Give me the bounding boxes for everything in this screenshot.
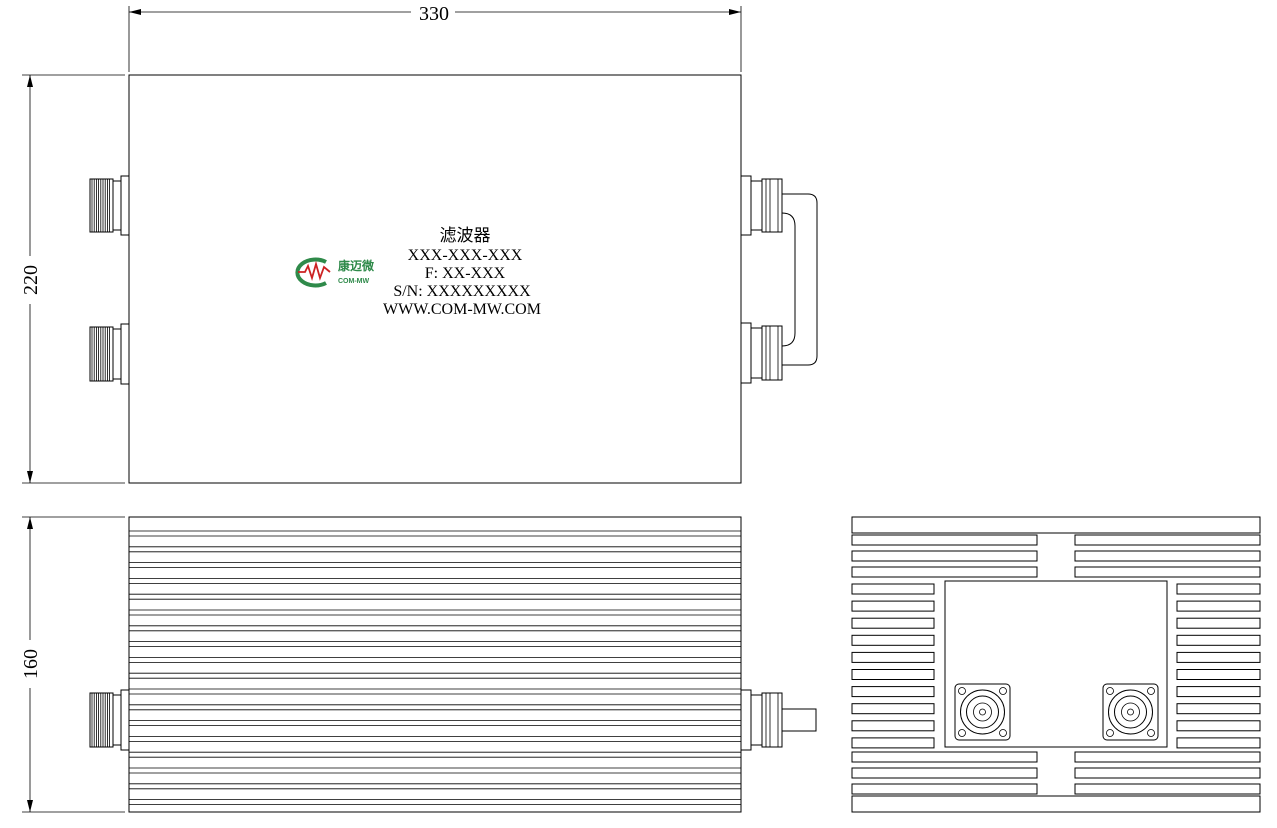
width-dimension: 330	[128, 3, 742, 72]
heatsink-fins-side	[129, 530, 741, 805]
side-view: 160	[20, 516, 817, 813]
cable-stub	[781, 708, 817, 732]
connector-panel	[944, 580, 1168, 748]
end-connector-2	[1102, 683, 1159, 741]
product-name: 滤波器	[440, 226, 491, 246]
frequency-label: F: XX-XXX	[425, 265, 506, 282]
nameplate: 滤波器 XXX-XXX-XXX F: XX-XXX S/N: XXXXXXXXX…	[383, 226, 541, 318]
filter-body-top	[128, 74, 742, 484]
end-connector-1	[954, 683, 1011, 741]
depth-dimension-text: 220	[20, 265, 42, 295]
right-connector-side	[740, 689, 817, 751]
loop-cable	[781, 193, 818, 366]
left-connector-top-2	[89, 323, 130, 385]
part-number: XXX-XXX-XXX	[408, 247, 523, 264]
width-dimension-text: 330	[419, 3, 449, 25]
depth-dimension: 220	[20, 74, 125, 484]
website: WWW.COM-MW.COM	[383, 301, 541, 318]
logo-brand-cn: 康迈微	[338, 258, 375, 273]
top-view: 330 220	[20, 3, 818, 484]
heatsink-fins-end	[851, 516, 1261, 813]
serial-number: S/N: XXXXXXXXX	[393, 283, 531, 300]
right-connector-top-2	[740, 322, 783, 384]
left-connector-side	[89, 689, 130, 751]
height-dimension-text: 160	[20, 649, 42, 679]
right-connector-top-1	[740, 175, 783, 236]
logo-brand-en: COM-MW	[338, 278, 369, 285]
left-connector-top-1	[89, 175, 130, 236]
filter-body-side	[128, 516, 742, 813]
wave-mark-icon	[298, 260, 331, 282]
height-dimension: 160	[20, 516, 125, 813]
company-logo: 康迈微 COM-MW	[295, 257, 375, 288]
end-view	[851, 516, 1261, 813]
